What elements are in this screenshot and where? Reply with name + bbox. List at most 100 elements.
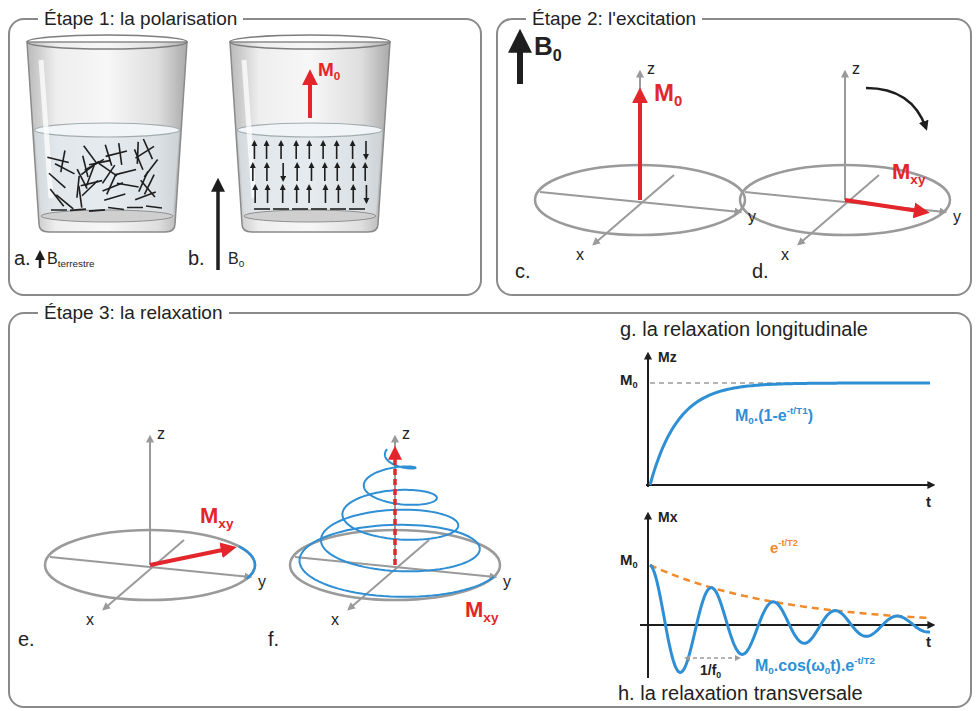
spin-arrow <box>254 142 256 159</box>
label-group: Mxy <box>200 504 233 531</box>
spin-dash <box>146 206 162 208</box>
superscript: -t/T2 <box>778 538 798 548</box>
relaxation-spiral <box>299 449 493 597</box>
spin-dash <box>83 156 88 177</box>
label-group: M0 <box>654 80 682 110</box>
water-surface <box>238 123 383 137</box>
subscript: 0 <box>239 258 245 269</box>
label: h. la relaxation transversale <box>618 682 863 704</box>
spin-dash <box>136 142 139 164</box>
spin-dash <box>81 161 99 174</box>
axis-system <box>290 437 500 609</box>
label: t <box>926 633 931 650</box>
spin-dash <box>106 151 127 156</box>
spin-dash <box>104 194 125 200</box>
superscript: -t/T2 <box>854 655 875 666</box>
label-group: e. <box>18 628 35 650</box>
recovery-curve <box>650 383 930 485</box>
label: 1/f <box>700 662 716 678</box>
magnetization-arrow <box>393 450 397 565</box>
subscript: terrestre <box>58 258 95 269</box>
label: x <box>781 246 789 263</box>
spin-dash <box>135 146 154 158</box>
glass-base <box>41 210 173 222</box>
subscript: xy <box>218 516 233 531</box>
glass-rim <box>27 35 187 49</box>
glass-rim <box>230 35 390 49</box>
transverse-chart <box>640 514 933 678</box>
water <box>238 130 383 216</box>
chart-axis <box>647 514 649 678</box>
label: M <box>735 407 748 424</box>
magnetization-arrow <box>308 74 312 118</box>
spin-arrow <box>296 186 298 203</box>
spin-dash <box>119 143 122 165</box>
longitudinal-chart <box>646 354 933 487</box>
subscript: 0 <box>633 380 638 390</box>
spin-dash <box>102 165 114 183</box>
x-axis <box>104 540 184 609</box>
panel-box: Étape 1: la polarisation <box>8 18 482 296</box>
spin-dash <box>141 180 155 197</box>
spin-arrow <box>267 186 269 203</box>
label-group: Bterrestre <box>47 250 95 270</box>
spin-dash <box>84 146 97 164</box>
spin-arrow <box>365 141 367 158</box>
z-axis <box>639 72 641 200</box>
panel-heading: Étape 1: la polarisation <box>38 7 243 31</box>
spin-arrow <box>295 142 297 159</box>
spin-dash <box>292 208 308 210</box>
label-group: g. la relaxation longitudinale <box>620 318 868 340</box>
subscript: 0 <box>334 69 341 82</box>
label-group: y <box>748 208 756 226</box>
label: e <box>770 539 778 556</box>
spin-arrow <box>352 142 354 159</box>
label: y <box>503 573 511 590</box>
spin-dash <box>79 186 82 208</box>
label: z <box>157 425 165 442</box>
damped-wave <box>650 565 930 672</box>
label-group: Mxy <box>465 598 498 625</box>
label: M <box>620 371 633 388</box>
label-group: z <box>157 425 165 443</box>
chart-axis <box>646 484 933 486</box>
field-arrow <box>216 182 220 270</box>
panel-box: Étape 3: la relaxation <box>8 312 972 708</box>
spin-arrow <box>282 186 284 203</box>
spin-dash <box>349 208 365 210</box>
label-group: e-t/T2 <box>770 538 798 556</box>
spin-dash <box>51 209 67 211</box>
label-group: B0 <box>534 32 562 64</box>
label: B <box>534 31 553 61</box>
x-axis <box>349 540 429 609</box>
label: M <box>755 657 768 674</box>
x-axis <box>594 175 674 244</box>
magnetization-arrow <box>638 92 642 200</box>
label: z <box>402 425 410 442</box>
label: B <box>228 250 239 267</box>
label-group: M0.cos(ω0t).e-t/T2 <box>755 656 875 677</box>
glass-body <box>230 42 390 232</box>
subscript: 0 <box>825 665 831 676</box>
label: t).e <box>830 657 854 674</box>
label-group: t <box>926 494 931 511</box>
chart-axis <box>640 624 933 626</box>
z-axis <box>844 72 846 200</box>
axis-system <box>740 72 950 244</box>
spin-dash <box>273 208 289 210</box>
spin-arrow <box>336 164 338 181</box>
label: y <box>258 573 266 590</box>
label-group: Mx <box>658 510 677 525</box>
spin-dash <box>47 157 68 162</box>
spin-arrow <box>352 186 354 203</box>
label: a. <box>14 247 31 269</box>
glass-body <box>27 42 187 232</box>
x-axis <box>799 175 879 244</box>
y-axis <box>50 557 250 577</box>
spin-dash <box>56 195 73 209</box>
subscript: 0 <box>716 670 721 680</box>
water <box>35 130 180 216</box>
subscript: 0 <box>633 560 638 570</box>
